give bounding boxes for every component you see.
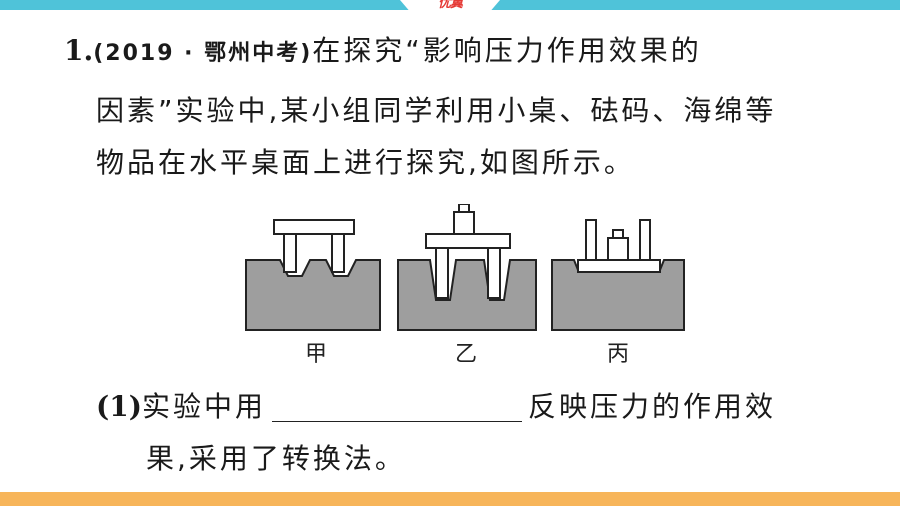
subquestion-number: (1) (96, 390, 142, 423)
sponge-bing (551, 259, 685, 331)
figure-label-bing: 丙 (606, 342, 629, 367)
setup-bing (551, 219, 685, 331)
setup-jia (245, 219, 381, 331)
logo-tab (400, 0, 500, 14)
question-text-1: 在探究“影响压力作用效果的 (312, 34, 702, 67)
table-leg-left-yi (435, 247, 449, 299)
figure-label-jia: 甲 (304, 342, 327, 367)
brand-logo: 优翼 (437, 0, 463, 11)
table-leg-left-bing (585, 219, 597, 261)
sponge-jia (245, 259, 381, 331)
question-number: 1. (64, 34, 94, 67)
subquestion-line-1: (1)实验中用 反映压力的作用效 (96, 384, 776, 430)
question-text-2: 因素”实验中,某小组同学利用小桌、砝码、海绵等 (96, 94, 777, 127)
weight-knob-bing (612, 229, 624, 239)
question-text-3: 物品在水平桌面上进行探究,如图所示。 (96, 146, 635, 179)
table-top-bing (577, 259, 661, 273)
answer-blank[interactable] (272, 391, 522, 422)
weight-body-bing (607, 237, 629, 261)
table-leg-right-yi (487, 247, 501, 299)
weight-body-yi (453, 211, 475, 235)
question-line-1: 1.(2019 · 鄂州中考)在探究“影响压力作用效果的 (64, 28, 702, 74)
weight-knob-yi (458, 204, 470, 213)
table-leg-right-bing (639, 219, 651, 261)
subquestion-line-2: 果,采用了转换法。 (146, 436, 406, 482)
experiment-figure (245, 204, 685, 331)
table-leg-right-jia (331, 233, 345, 273)
question-line-2: 因素”实验中,某小组同学利用小桌、砝码、海绵等 (96, 88, 776, 134)
question-source: (2019 · 鄂州中考) (93, 41, 313, 66)
table-top-yi (425, 233, 511, 249)
figure-label-yi: 乙 (454, 342, 477, 367)
setup-yi (397, 204, 537, 331)
bottom-banner (0, 492, 900, 506)
sponge-yi (397, 259, 537, 331)
subquestion-text-2: 果,采用了转换法。 (146, 442, 406, 475)
table-top-jia (273, 219, 355, 235)
subquestion-text-before: 实验中用 (141, 390, 266, 423)
table-leg-left-jia (283, 233, 297, 273)
subquestion-text-after: 反映压力的作用效 (528, 390, 777, 423)
question-line-3: 物品在水平桌面上进行探究,如图所示。 (96, 140, 635, 186)
